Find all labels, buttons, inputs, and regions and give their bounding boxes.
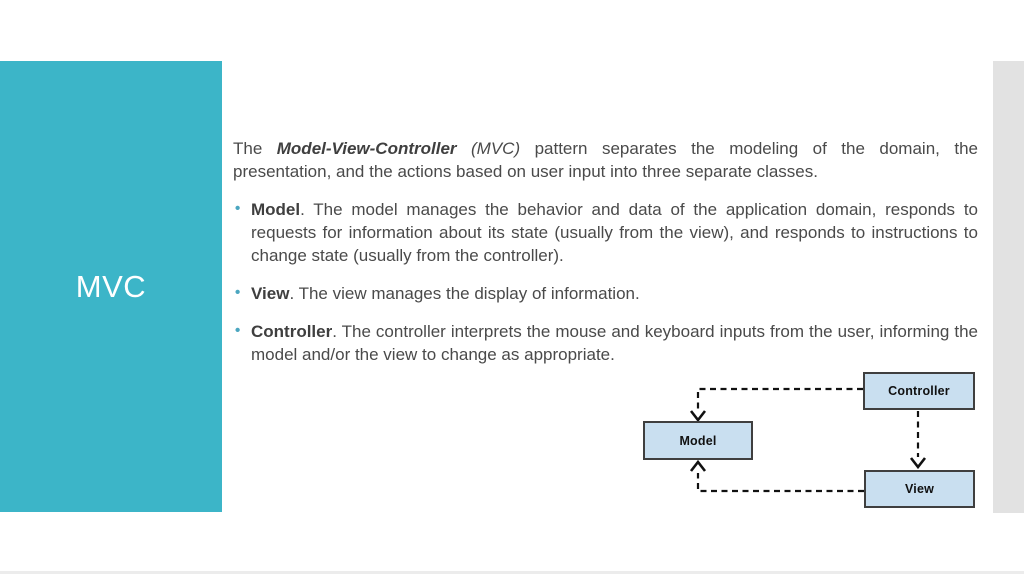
content-area: The Model-View-Controller (MVC) pattern …	[233, 137, 978, 381]
diagram-node-view: View	[864, 470, 975, 508]
intro-rest: pattern separates the modeling of the do…	[233, 139, 978, 181]
slide-title: MVC	[75, 268, 147, 304]
dashed-line-controller-to-model	[696, 387, 863, 410]
bullet-text: . The controller interprets the mouse an…	[251, 322, 978, 364]
slide-bottom-edge	[0, 571, 1024, 574]
intro-paragraph: The Model-View-Controller (MVC) pattern …	[233, 137, 978, 183]
mvc-diagram: Controller Model View	[630, 365, 990, 515]
bullet-lead: Model	[251, 200, 301, 219]
diagram-connectors	[689, 387, 927, 493]
dashed-line-view-to-model	[696, 473, 864, 493]
arrowhead-up-icon	[689, 459, 707, 472]
intro-paren: (MVC)	[456, 139, 521, 158]
intro-emphasis: Model-View-Controller	[276, 139, 457, 158]
bullet-lead: View	[251, 284, 290, 303]
bullet-icon: •	[235, 284, 241, 301]
bullet-icon: •	[235, 200, 241, 217]
bullet-text: . The view manages the display of inform…	[289, 284, 640, 303]
bullet-text: . The model manages the behavior and dat…	[251, 200, 978, 265]
bullet-item-controller: • Controller. The controller interprets t…	[233, 320, 978, 366]
diagram-node-model: Model	[643, 421, 753, 460]
bullet-item-view: • View. The view manages the display of i…	[233, 282, 978, 305]
diagram-node-controller: Controller	[863, 372, 975, 410]
arrowhead-down-icon	[689, 410, 707, 423]
arrowhead-down-icon	[909, 457, 927, 470]
intro-pre: The	[233, 139, 277, 158]
bullet-item-model: • Model. The model manages the behavior a…	[233, 198, 978, 267]
bullet-icon: •	[235, 322, 241, 339]
next-slide-edge-strip	[993, 61, 1024, 513]
slide-sidebar: MVC	[0, 61, 222, 512]
bullet-lead: Controller	[251, 322, 333, 341]
